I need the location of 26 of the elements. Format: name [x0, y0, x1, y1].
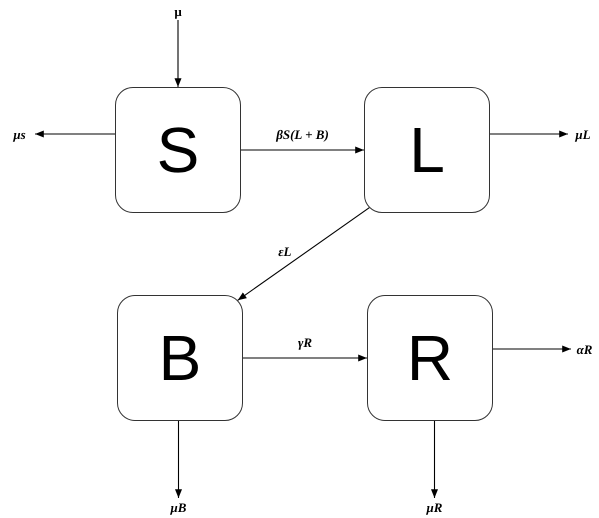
edge-label: εL [276, 245, 294, 258]
rate-label: μR [419, 498, 450, 516]
arrow [490, 130, 568, 138]
state-label: B [158, 326, 202, 390]
state-box [117, 295, 243, 421]
edge-label: βS(L + B) [274, 128, 331, 141]
edge-label: γR [296, 336, 314, 349]
arrow [430, 421, 438, 498]
rate-label: μB [163, 498, 194, 516]
state-box [367, 295, 493, 421]
state-label: R [406, 326, 454, 390]
arrow [174, 20, 182, 87]
arrow [493, 345, 571, 353]
state-box [364, 87, 490, 213]
arrow [241, 146, 364, 154]
rate-label: μL [568, 125, 598, 143]
rate-label: μs [4, 125, 35, 143]
rate-label: αR [571, 340, 598, 358]
arrow [35, 130, 115, 138]
state-label: S [156, 118, 200, 182]
arrow [243, 354, 367, 362]
arrow [174, 421, 182, 498]
arrow [237, 207, 370, 301]
state-box [115, 87, 241, 213]
rate-label: μ [168, 2, 188, 20]
state-label: L [409, 118, 445, 182]
